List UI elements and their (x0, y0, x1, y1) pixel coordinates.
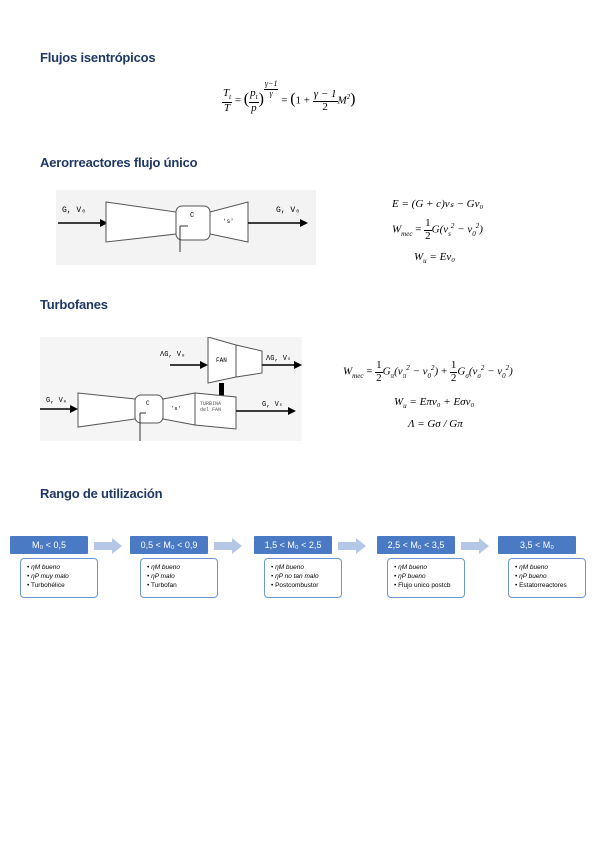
heading-isentropic: Flujos isentrópicos (40, 50, 156, 65)
range-item: • ηP muy malo (27, 573, 69, 580)
fan-label: FAN (216, 357, 227, 364)
core-inlet-label: G, V₀ (46, 397, 68, 405)
range-arrow-2 (214, 538, 244, 559)
range-box-1: • ηM bueno • ηP muy malo • Turbohélice (20, 558, 98, 598)
range-item: • ηM bueno (394, 564, 427, 571)
range-header-4: 2,5 < M₀ < 3,5 (377, 536, 455, 554)
fan-inlet-label: ΛG, V₀ (160, 351, 186, 359)
range-item: • Turbohélice (27, 582, 65, 589)
turbofan-useful-work-equation: Wu = Eπv₀ + Eσv₀ (394, 396, 475, 411)
bypass-ratio-equation: Λ = Gσ / Gπ (408, 418, 463, 430)
range-arrow-4 (461, 538, 491, 559)
inlet-label: G, V₀ (62, 206, 87, 215)
heading-turbofans: Turbofanes (40, 297, 108, 312)
outlet-label: G, V₀ (276, 206, 301, 215)
range-item: • ηP malo (147, 573, 175, 580)
fan-outlet-label: ΛG, Vₛ (266, 355, 292, 363)
core-combustor-label: C (146, 400, 150, 407)
range-item: • Postcombustor (271, 582, 319, 589)
station-s-label: 's' (223, 218, 234, 225)
range-item: • Estatorreactores (515, 582, 567, 589)
range-arrow-1 (94, 538, 124, 559)
range-item: • ηM bueno (515, 564, 548, 571)
range-item: • ηP no tan malo (271, 573, 319, 580)
range-arrow-3 (338, 538, 368, 559)
range-header-5: 3,5 < M₀ (498, 536, 576, 554)
range-box-5: • ηM bueno • ηP bueno • Estatorreactores (508, 558, 586, 598)
range-box-2: • ηM bueno • ηP malo • Turbofan (140, 558, 218, 598)
range-item: • ηM bueno (271, 564, 304, 571)
range-item: • Turbofan (147, 582, 177, 589)
useful-work-equation: Wu = Ev₀ (414, 251, 456, 266)
range-box-4: • ηM bueno • ηP bueno • Flujo unico postcb (387, 558, 465, 598)
range-item: • Flujo unico postcb (394, 582, 451, 589)
range-header-3: 1,5 < M₀ < 2,5 (254, 536, 332, 554)
combustor-label: C (190, 212, 195, 220)
core-station-s-label: 's' (171, 405, 181, 412)
range-item: • ηM bueno (147, 564, 180, 571)
heading-single-flow: Aerorreactores flujo único (40, 155, 198, 170)
single-flow-engine-diagram: G, V₀ C 's' G, V₀ (56, 190, 316, 265)
range-item: • ηP bueno (515, 573, 547, 580)
range-header-1: M₀ < 0,5 (10, 536, 88, 554)
core-outlet-label: G, Vₛ (262, 401, 284, 409)
thrust-equation: E = (G + c)vₛ − Gv₀ (392, 198, 484, 210)
range-box-3: • ηM bueno • ηP no tan malo • Postcombusto… (264, 558, 342, 598)
range-item: • ηP bueno (394, 573, 426, 580)
range-header-2: 0,5 < M₀ < 0,9 (130, 536, 208, 554)
heading-range: Rango de utilización (40, 486, 163, 501)
range-item: • ηM bueno (27, 564, 60, 571)
